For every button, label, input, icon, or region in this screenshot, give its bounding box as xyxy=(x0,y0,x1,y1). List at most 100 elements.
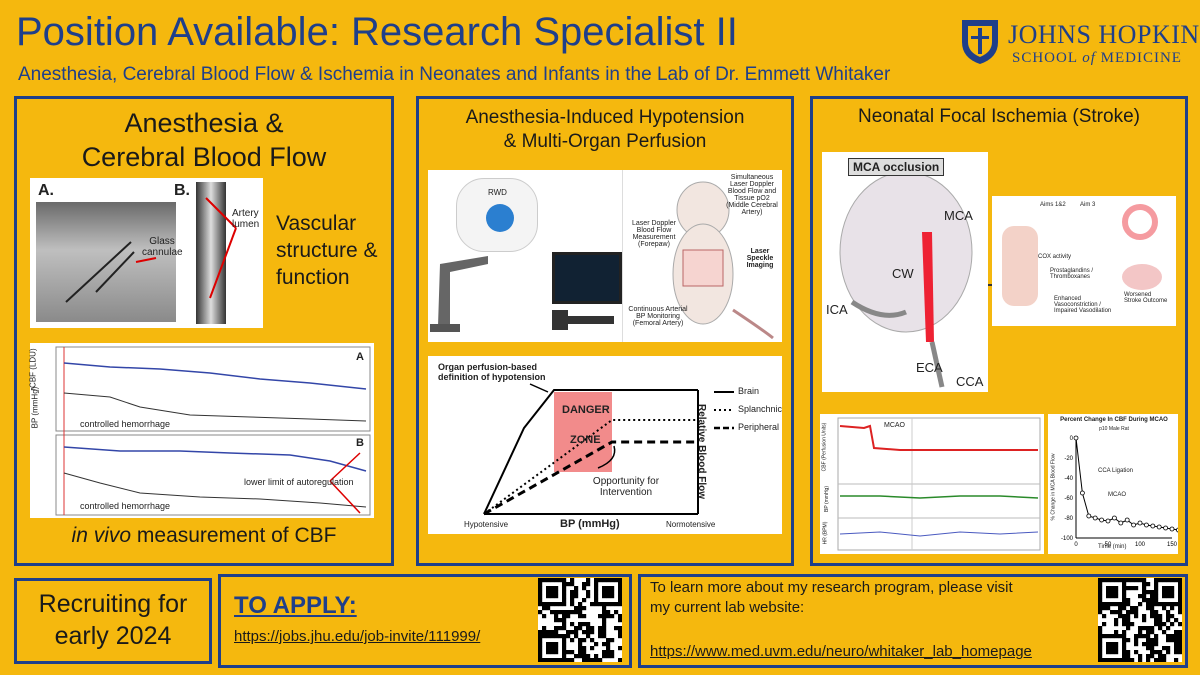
lab-website-link[interactable]: https://www.med.uvm.edu/neuro/whitaker_l… xyxy=(650,643,1032,660)
monitor xyxy=(552,252,622,304)
y-tick-label: -80 xyxy=(1064,516,1073,522)
panel-hypotension xyxy=(416,96,794,566)
apply-title: TO APPLY: xyxy=(234,592,357,619)
learn-line1: To learn more about my research program,… xyxy=(650,579,1013,596)
lab-qr-code[interactable] xyxy=(1098,578,1183,663)
cbf-axis-label: CBF (Perfusion Units) xyxy=(821,422,828,472)
artery-photo-b xyxy=(196,182,226,324)
vascular-side-text: Vascular structure & function xyxy=(276,210,378,291)
chart-xlabel: Time (min) xyxy=(1098,544,1127,550)
cannula-photo-a xyxy=(36,202,176,322)
y-tick-label: -40 xyxy=(1064,476,1073,482)
aims-circle-icon xyxy=(1122,204,1158,240)
panel2-title: Anesthesia-Induced Hypotension & Multi-O… xyxy=(416,106,794,154)
panel1-caption: in vivo measurement of CBF xyxy=(14,524,394,548)
mcao-point-label: MCAO xyxy=(1108,492,1126,498)
cbf-chart: Percent Change In CBF During MCAO p10 Ma… xyxy=(1048,414,1181,554)
equipment-figure: RWD Laser Doppler Blood Flow Measurement… xyxy=(428,170,782,342)
ica-label: ICA xyxy=(826,302,848,317)
data-point xyxy=(1118,520,1124,526)
panel1-title-line1: Anesthesia & xyxy=(124,108,284,138)
data-point xyxy=(1112,515,1117,521)
panel1-title: Anesthesia & Cerebral Blood Flow xyxy=(14,106,394,174)
data-point xyxy=(1156,524,1162,530)
panel2-title-line1: Anesthesia-Induced Hypotension xyxy=(465,107,745,128)
jhu-logo: JOHNS HOPKINS SCHOOL of MEDICINE xyxy=(958,16,1200,68)
chart-subtitle: p10 Male Rat xyxy=(1099,426,1129,432)
cox-label: COX activity xyxy=(1038,254,1072,260)
recruit-line1: Recruiting for xyxy=(38,590,188,618)
x-axis-label: BP (mmHg) xyxy=(560,518,620,530)
data-point xyxy=(1105,518,1111,524)
data-point xyxy=(1086,513,1092,519)
learn-more-text: To learn more about my research program,… xyxy=(650,578,1013,618)
qr-code-icon xyxy=(1098,578,1183,663)
y-tick-label: -100 xyxy=(1061,536,1074,542)
apply-qr-code[interactable] xyxy=(538,578,623,663)
learn-line2: my current lab website: xyxy=(650,599,805,616)
jhu-shield-icon xyxy=(962,20,998,64)
recruiting-text: Recruiting for early 2024 xyxy=(14,588,212,652)
side-line1: Vascular xyxy=(276,212,357,235)
cw-label: CW xyxy=(892,266,914,281)
panel-ischemia xyxy=(810,96,1188,566)
trace-a-label: A xyxy=(356,351,364,363)
device-arm xyxy=(430,256,568,332)
mcao-trace-label: MCAO xyxy=(884,422,905,429)
artery-arrows xyxy=(205,197,237,299)
hemorrhage-b-label: controlled hemorrhage xyxy=(80,501,171,511)
logo-sub-of: of xyxy=(1082,50,1096,66)
worsened-label: Worsened Stroke Outcome xyxy=(1124,292,1168,304)
hemorrhage-a-label: controlled hemorrhage xyxy=(80,419,171,429)
organ-def-label: Organ perfusion-based definition of hypo… xyxy=(438,362,546,382)
data-point xyxy=(1175,527,1181,533)
data-point xyxy=(1163,525,1168,531)
x-tick-label: 150 xyxy=(1167,542,1178,548)
fig-b-label: B. xyxy=(174,182,190,199)
hypotension-plot xyxy=(483,383,734,516)
simultaneous-label: Simultaneous Laser Doppler Blood Flow an… xyxy=(726,174,778,216)
mca-occlusion-label: MCA occlusion xyxy=(848,158,945,176)
brain-icon xyxy=(1122,264,1162,290)
panel3-title: Neonatal Focal Ischemia (Stroke) xyxy=(858,106,1140,127)
hypotension-figure: Organ perfusion-based definition of hypo… xyxy=(428,356,782,534)
chart-title: Percent Change In CBF During MCAO xyxy=(1060,417,1168,423)
aims-figure: Aims 1&2 Aim 3 COX activity Prostaglandi… xyxy=(992,196,1176,326)
danger-label: DANGER xyxy=(562,404,610,416)
page-title: Position Available: Research Specialist … xyxy=(16,10,738,54)
x-tick-label: 50 xyxy=(1105,542,1112,548)
y-tick-label: 0 xyxy=(1070,436,1074,442)
apply-link[interactable]: https://jobs.jhu.edu/job-invite/111999/ xyxy=(234,628,481,645)
panel-anesthesia-cbf xyxy=(14,96,394,566)
series-line xyxy=(1075,437,1179,531)
panel1-title-line2: Cerebral Blood Flow xyxy=(81,142,327,172)
prosta-label: Prostaglandins / Thromboxanes xyxy=(1050,268,1094,280)
data-point xyxy=(1131,522,1136,528)
logo-sub-text: SCHOOL of MEDICINE xyxy=(1012,50,1182,67)
side-line3: function xyxy=(276,266,350,289)
data-point xyxy=(1092,515,1098,521)
qr-code-icon xyxy=(538,578,623,663)
enhanced-label: Enhanced Vasoconstriction / Impaired Vas… xyxy=(1054,296,1112,314)
device-brand: RWD xyxy=(488,188,507,197)
trace-b-label: B xyxy=(356,437,364,449)
data-point xyxy=(1169,526,1175,532)
caption-rest: measurement of CBF xyxy=(131,524,337,547)
brain-vessels xyxy=(839,171,973,388)
learn-more-box xyxy=(638,574,1188,668)
artery-lumen-label: Artery lumen xyxy=(232,208,260,230)
caption-italic: in vivo xyxy=(71,524,132,547)
rat-diagram xyxy=(622,170,782,342)
cca-label: CCA xyxy=(956,374,984,389)
rcbf-axis-label: rCBF (LDU) xyxy=(28,348,38,391)
data-point xyxy=(1124,517,1130,523)
vascular-photo: A. B. Glass cannulae Artery lumen xyxy=(30,178,263,328)
rat-outline xyxy=(672,181,774,340)
data-point xyxy=(1080,490,1085,496)
data-point xyxy=(1137,520,1143,526)
data-point xyxy=(1073,435,1079,441)
chart-ylabel: % Change in MCA Blood Flow xyxy=(1050,453,1057,521)
glass-cannulae-label: Glass cannulae xyxy=(142,236,183,258)
data-point xyxy=(1150,523,1156,529)
